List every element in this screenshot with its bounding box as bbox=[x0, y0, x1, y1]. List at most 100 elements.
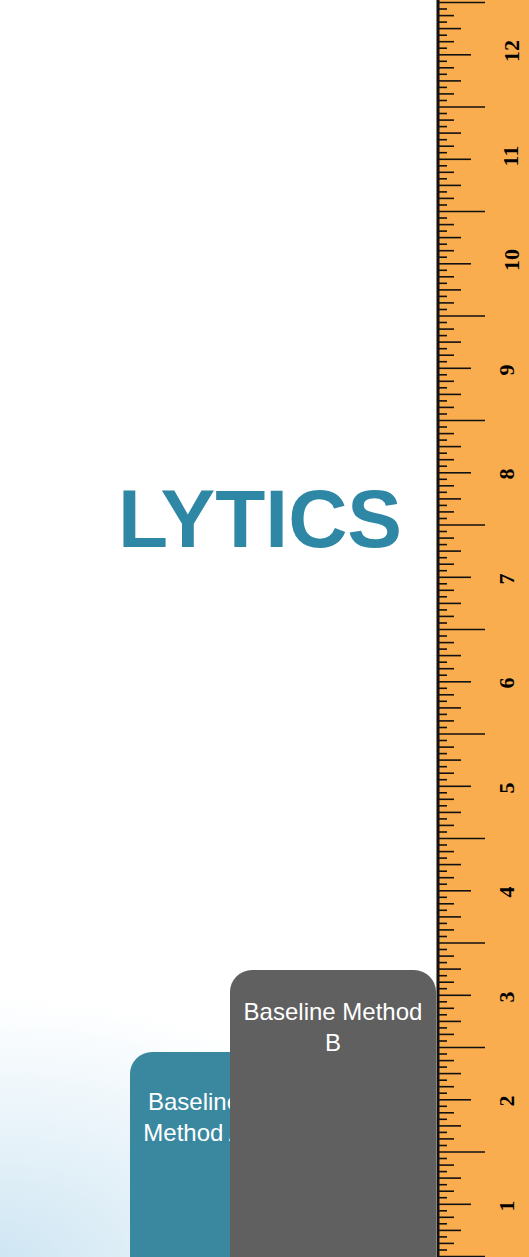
tick-mark bbox=[439, 1106, 447, 1108]
tick-mark bbox=[439, 818, 447, 820]
tick-mark bbox=[439, 707, 461, 709]
tick-mark bbox=[439, 113, 447, 115]
tick-mark bbox=[439, 1145, 447, 1147]
tick-mark bbox=[439, 1112, 454, 1114]
tick-mark bbox=[439, 465, 447, 467]
ruler-number: 12 bbox=[501, 40, 523, 62]
tick-mark bbox=[439, 126, 447, 128]
tick-mark bbox=[439, 100, 447, 102]
tick-mark bbox=[439, 746, 454, 748]
tick-mark bbox=[439, 296, 447, 298]
tick-mark bbox=[439, 198, 454, 200]
tick-mark bbox=[439, 1190, 454, 1192]
tick-mark bbox=[439, 1092, 447, 1094]
tick-mark bbox=[439, 230, 447, 232]
tick-mark bbox=[439, 896, 447, 898]
tick-mark bbox=[439, 191, 447, 193]
tick-mark bbox=[439, 132, 461, 134]
ruler-number: 6 bbox=[496, 678, 518, 689]
tick-mark bbox=[439, 1230, 461, 1232]
tick-mark bbox=[439, 459, 454, 461]
tick-mark bbox=[439, 1184, 447, 1186]
tick-mark bbox=[439, 302, 454, 304]
tick-mark bbox=[439, 1021, 461, 1023]
tick-mark bbox=[439, 367, 471, 369]
tick-mark bbox=[439, 903, 454, 905]
tick-mark bbox=[439, 949, 447, 951]
tick-mark bbox=[439, 426, 447, 428]
tick-mark bbox=[439, 681, 471, 683]
tick-mark bbox=[439, 550, 461, 552]
tick-mark bbox=[439, 609, 447, 611]
ruler-number: 8 bbox=[496, 469, 518, 480]
tick-mark bbox=[439, 322, 447, 324]
tick-mark bbox=[439, 524, 485, 526]
method-box: Baseline Method B bbox=[230, 970, 436, 1257]
tick-mark bbox=[439, 439, 447, 441]
tick-mark bbox=[439, 779, 447, 781]
tick-mark bbox=[439, 1073, 461, 1075]
tick-mark bbox=[439, 923, 447, 925]
tick-mark bbox=[439, 1132, 447, 1134]
tick-mark bbox=[439, 446, 461, 448]
tick-mark bbox=[439, 570, 447, 572]
tick-mark bbox=[439, 589, 454, 591]
tick-mark bbox=[439, 1047, 485, 1049]
ruler-number: 9 bbox=[496, 364, 518, 375]
tick-mark bbox=[439, 674, 447, 676]
tick-mark bbox=[439, 21, 447, 23]
tick-mark bbox=[439, 883, 447, 885]
tick-mark bbox=[439, 733, 485, 735]
ruler-number: 1 bbox=[496, 1200, 518, 1211]
tick-mark bbox=[439, 622, 447, 624]
tick-mark bbox=[439, 237, 461, 239]
ruler-number: 4 bbox=[496, 887, 518, 898]
tick-mark bbox=[439, 1040, 447, 1042]
tick-mark bbox=[439, 994, 471, 996]
tick-mark bbox=[439, 537, 454, 539]
tick-mark bbox=[439, 857, 447, 859]
tick-mark bbox=[439, 1119, 447, 1121]
tick-mark bbox=[439, 988, 447, 990]
tick-mark bbox=[439, 518, 447, 520]
title-fragment: LYTICS bbox=[118, 478, 402, 560]
tick-mark bbox=[439, 909, 447, 911]
tick-mark bbox=[439, 211, 485, 213]
tick-mark bbox=[439, 1151, 485, 1153]
tick-mark bbox=[439, 178, 447, 180]
tick-mark bbox=[439, 962, 447, 964]
tick-mark bbox=[439, 1034, 454, 1036]
tick-mark bbox=[439, 2, 485, 4]
tick-mark bbox=[439, 759, 461, 761]
tick-mark bbox=[439, 433, 454, 435]
tick-mark bbox=[439, 139, 447, 141]
ruler-number: 11 bbox=[500, 145, 522, 166]
tick-mark bbox=[439, 968, 461, 970]
tick-mark bbox=[439, 400, 447, 402]
tick-mark bbox=[439, 217, 447, 219]
ruler-body bbox=[437, 0, 529, 1257]
tick-mark bbox=[439, 106, 485, 108]
ruler-number: 10 bbox=[501, 249, 523, 271]
tick-mark bbox=[439, 642, 454, 644]
tick-mark bbox=[439, 668, 454, 670]
tick-mark bbox=[439, 635, 447, 637]
tick-mark bbox=[439, 740, 447, 742]
tick-mark bbox=[439, 93, 454, 95]
tick-mark bbox=[439, 877, 454, 879]
tick-mark bbox=[439, 348, 447, 350]
tick-mark bbox=[439, 159, 471, 161]
tick-mark bbox=[439, 1204, 471, 1206]
tick-mark bbox=[439, 753, 447, 755]
tick-mark bbox=[439, 1197, 447, 1199]
tick-mark bbox=[439, 576, 471, 578]
tick-mark bbox=[439, 387, 447, 389]
tick-mark bbox=[439, 47, 447, 49]
tick-mark bbox=[439, 981, 454, 983]
tick-mark bbox=[439, 15, 454, 17]
ruler-number: 2 bbox=[496, 1096, 518, 1107]
tick-mark bbox=[439, 825, 454, 827]
tick-mark bbox=[439, 772, 454, 774]
tick-mark bbox=[439, 354, 454, 356]
tick-mark bbox=[439, 805, 447, 807]
